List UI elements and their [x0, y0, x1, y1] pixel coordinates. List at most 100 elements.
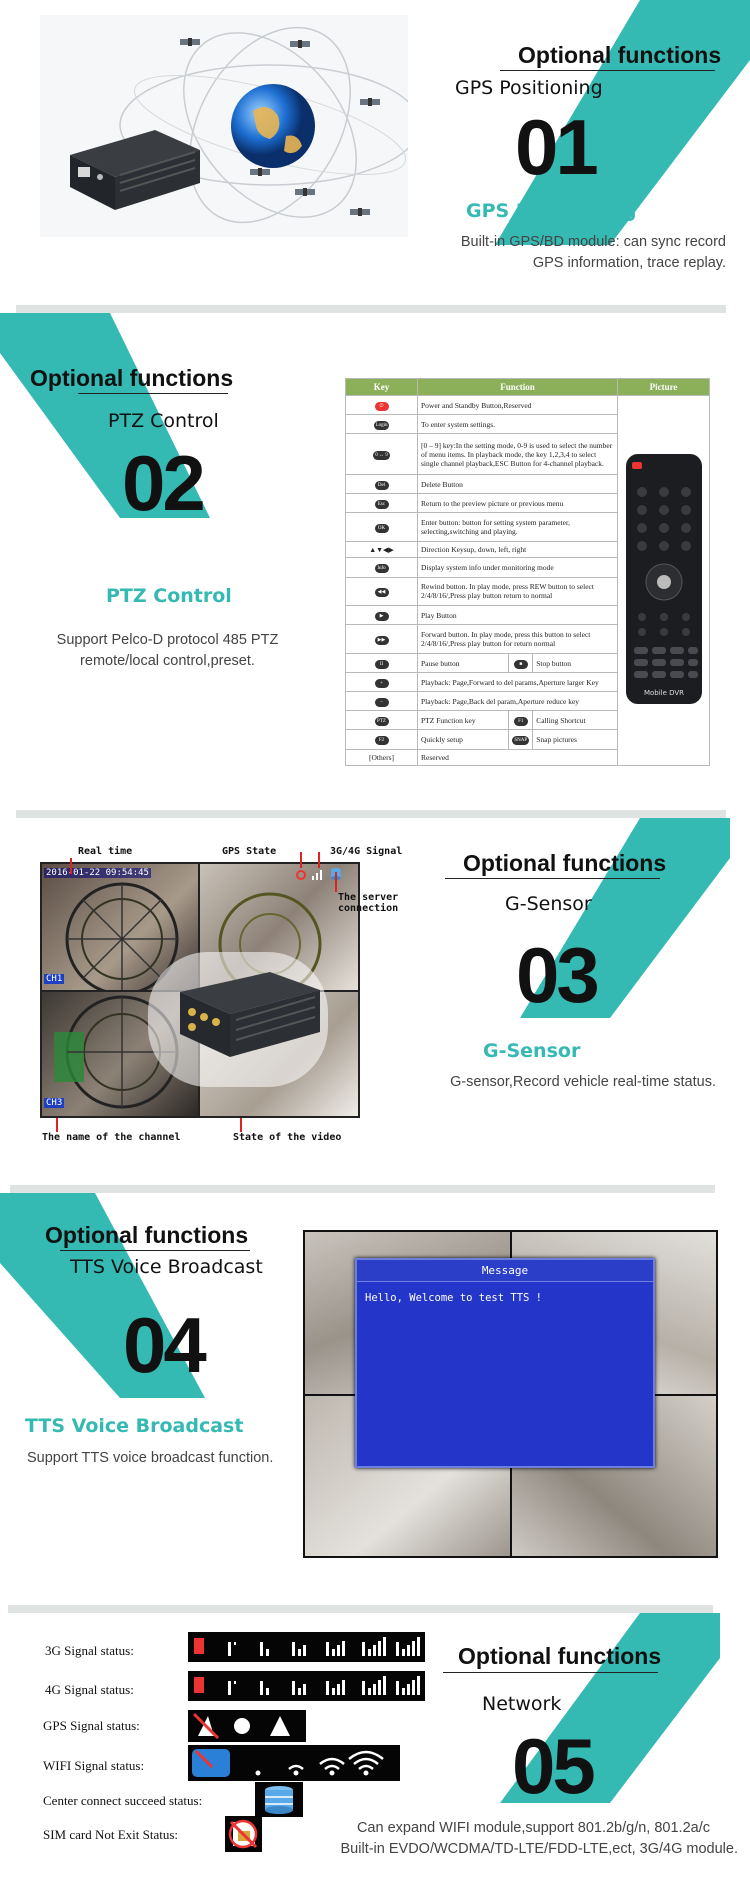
- gps-signal-strip: [188, 1710, 306, 1742]
- channel-label-ch1: CH1: [44, 974, 65, 984]
- signal-bars-icon: [312, 870, 322, 880]
- annotation-server: The server connection: [338, 892, 399, 914]
- table-header-picture: Picture: [617, 378, 710, 396]
- table-row: +Playback: Page,Forward to del params,Ap…: [345, 672, 710, 693]
- section-2-feature: PTZ Control: [106, 585, 232, 607]
- annotation-line: [318, 852, 320, 868]
- section-5-description: Can expand WIFI module,support 801.2b/g/…: [340, 1820, 738, 1857]
- section-4-description: Support TTS voice broadcast function.: [27, 1450, 274, 1466]
- gps-state-icon: [296, 870, 306, 880]
- dvr-device-icon: [180, 972, 320, 1057]
- annotation-line: [70, 858, 72, 874]
- heading-underline: [60, 1250, 250, 1251]
- login-key-icon: Login: [373, 420, 390, 430]
- status-label-sim: SIM card Not Exit Status:: [43, 1827, 179, 1842]
- dvr-screen: 2016-01-22 09:54:45 CH1 CH3: [40, 862, 360, 1118]
- section-divider: [16, 810, 726, 818]
- section-divider: [16, 305, 726, 313]
- channel-label-ch3: CH3: [44, 1098, 65, 1108]
- section-2-subtitle: PTZ Control: [108, 410, 219, 432]
- heading-underline: [443, 1672, 658, 1673]
- section-5-subtitle: Network: [482, 1693, 562, 1715]
- status-label-gps: GPS Signal status:: [43, 1718, 140, 1733]
- section-divider: [10, 1185, 715, 1193]
- timestamp-overlay: 2016-01-22 09:54:45: [44, 868, 151, 878]
- signal-bars-icon: [194, 1676, 420, 1695]
- ptz-key-icon: PTZ: [374, 716, 389, 726]
- table-header-function: Function: [417, 378, 618, 396]
- section-1-feature: GPS Positioning: [466, 200, 637, 222]
- gps-illustration: [40, 15, 421, 237]
- section-1-subtitle: GPS Positioning: [455, 77, 603, 99]
- power-key-icon: ⏻: [374, 401, 389, 411]
- table-row: [Others]Reserved: [345, 748, 710, 766]
- heading-underline: [78, 393, 228, 394]
- annotation-video-state: State of the video: [233, 1132, 342, 1143]
- heading-underline: [445, 878, 660, 879]
- remote-label: Mobile DVR: [643, 689, 683, 697]
- satellite-icon: [180, 38, 200, 46]
- table-row: ◀◀Rewind button. In play mode, press REW…: [345, 576, 710, 607]
- status-label-wifi: WIFI Signal status:: [43, 1758, 145, 1773]
- rewind-key-icon: ◀◀: [374, 587, 389, 597]
- section-3-feature: G-Sensor: [483, 1040, 581, 1062]
- wifi-signal-strip: [188, 1745, 400, 1781]
- center-connect-strip: [255, 1782, 303, 1817]
- annotation-channel-name: The name of the channel: [42, 1132, 181, 1143]
- wifi-icon: [192, 1749, 384, 1777]
- section-2-description: Support Pelco-D protocol 485 PTZ remote/…: [56, 632, 279, 669]
- section-5-number: 05: [512, 1722, 596, 1810]
- section-2-number: 02: [122, 439, 206, 527]
- remote-picture-cell: Mobile DVR: [617, 395, 710, 766]
- 4g-signal-strip: [188, 1671, 425, 1701]
- minus-key-icon: –: [374, 697, 389, 707]
- f2-key-icon: F2: [374, 735, 389, 745]
- f1-key-icon: F1: [513, 716, 528, 726]
- del-key-icon: Del: [374, 480, 389, 490]
- section-2-heading: Optional functions: [30, 365, 234, 391]
- sim-card-icon: [228, 1819, 258, 1849]
- info-key-icon: Info: [374, 563, 389, 573]
- snap-key-icon: SNAP: [512, 735, 530, 745]
- ptz-key-table: Key Function Picture ⏻ Power and Standby…: [345, 378, 710, 766]
- forward-key-icon: ▶▶: [374, 635, 389, 645]
- table-header-key: Key: [345, 378, 418, 396]
- table-row: ▲▼◀▶Direction Keysup, down, left, right: [345, 541, 710, 559]
- tts-message-dialog: Message Hello, Welcome to test TTS !: [355, 1258, 655, 1468]
- server-icon: [265, 1786, 293, 1814]
- heading-underline: [500, 70, 715, 71]
- satellite-icon: [350, 208, 370, 216]
- annotation-signal: 3G/4G Signal: [330, 846, 403, 857]
- status-label-3g: 3G Signal status:: [45, 1643, 134, 1658]
- satellite-icon: [250, 168, 270, 176]
- section-divider: [8, 1605, 713, 1613]
- section-5-heading: Optional functions: [458, 1643, 662, 1669]
- annotation-line: [300, 852, 302, 868]
- ok-key-icon: OK: [374, 523, 389, 533]
- section-3-heading: Optional functions: [463, 850, 667, 876]
- plus-key-icon: +: [374, 678, 389, 688]
- pause-key-icon: II: [374, 659, 389, 669]
- satellite-icon: [290, 40, 310, 48]
- teal-band-4: [0, 1193, 205, 1398]
- status-label-center: Center connect succeed status:: [43, 1793, 203, 1808]
- esc-key-icon: Esc: [374, 499, 389, 509]
- table-row: ▶▶Forward button. In play mode, press th…: [345, 624, 710, 654]
- annotation-line: [335, 872, 337, 892]
- section-1-number: 01: [515, 103, 599, 191]
- satellite-icon: [295, 188, 315, 196]
- satellite-icon: [360, 98, 380, 106]
- section-3-subtitle: G-Sensor: [505, 893, 592, 915]
- status-label-4g: 4G Signal status:: [45, 1682, 134, 1697]
- direction-keys-icon: ▲▼◀▶: [345, 541, 418, 559]
- sim-status-strip: [225, 1816, 262, 1852]
- section-4-number: 04: [123, 1301, 207, 1389]
- table-row: –Playback: Page,Back del param,Aperture …: [345, 691, 710, 712]
- signal-bars-icon: [194, 1637, 420, 1656]
- gps-icon: [192, 1712, 290, 1740]
